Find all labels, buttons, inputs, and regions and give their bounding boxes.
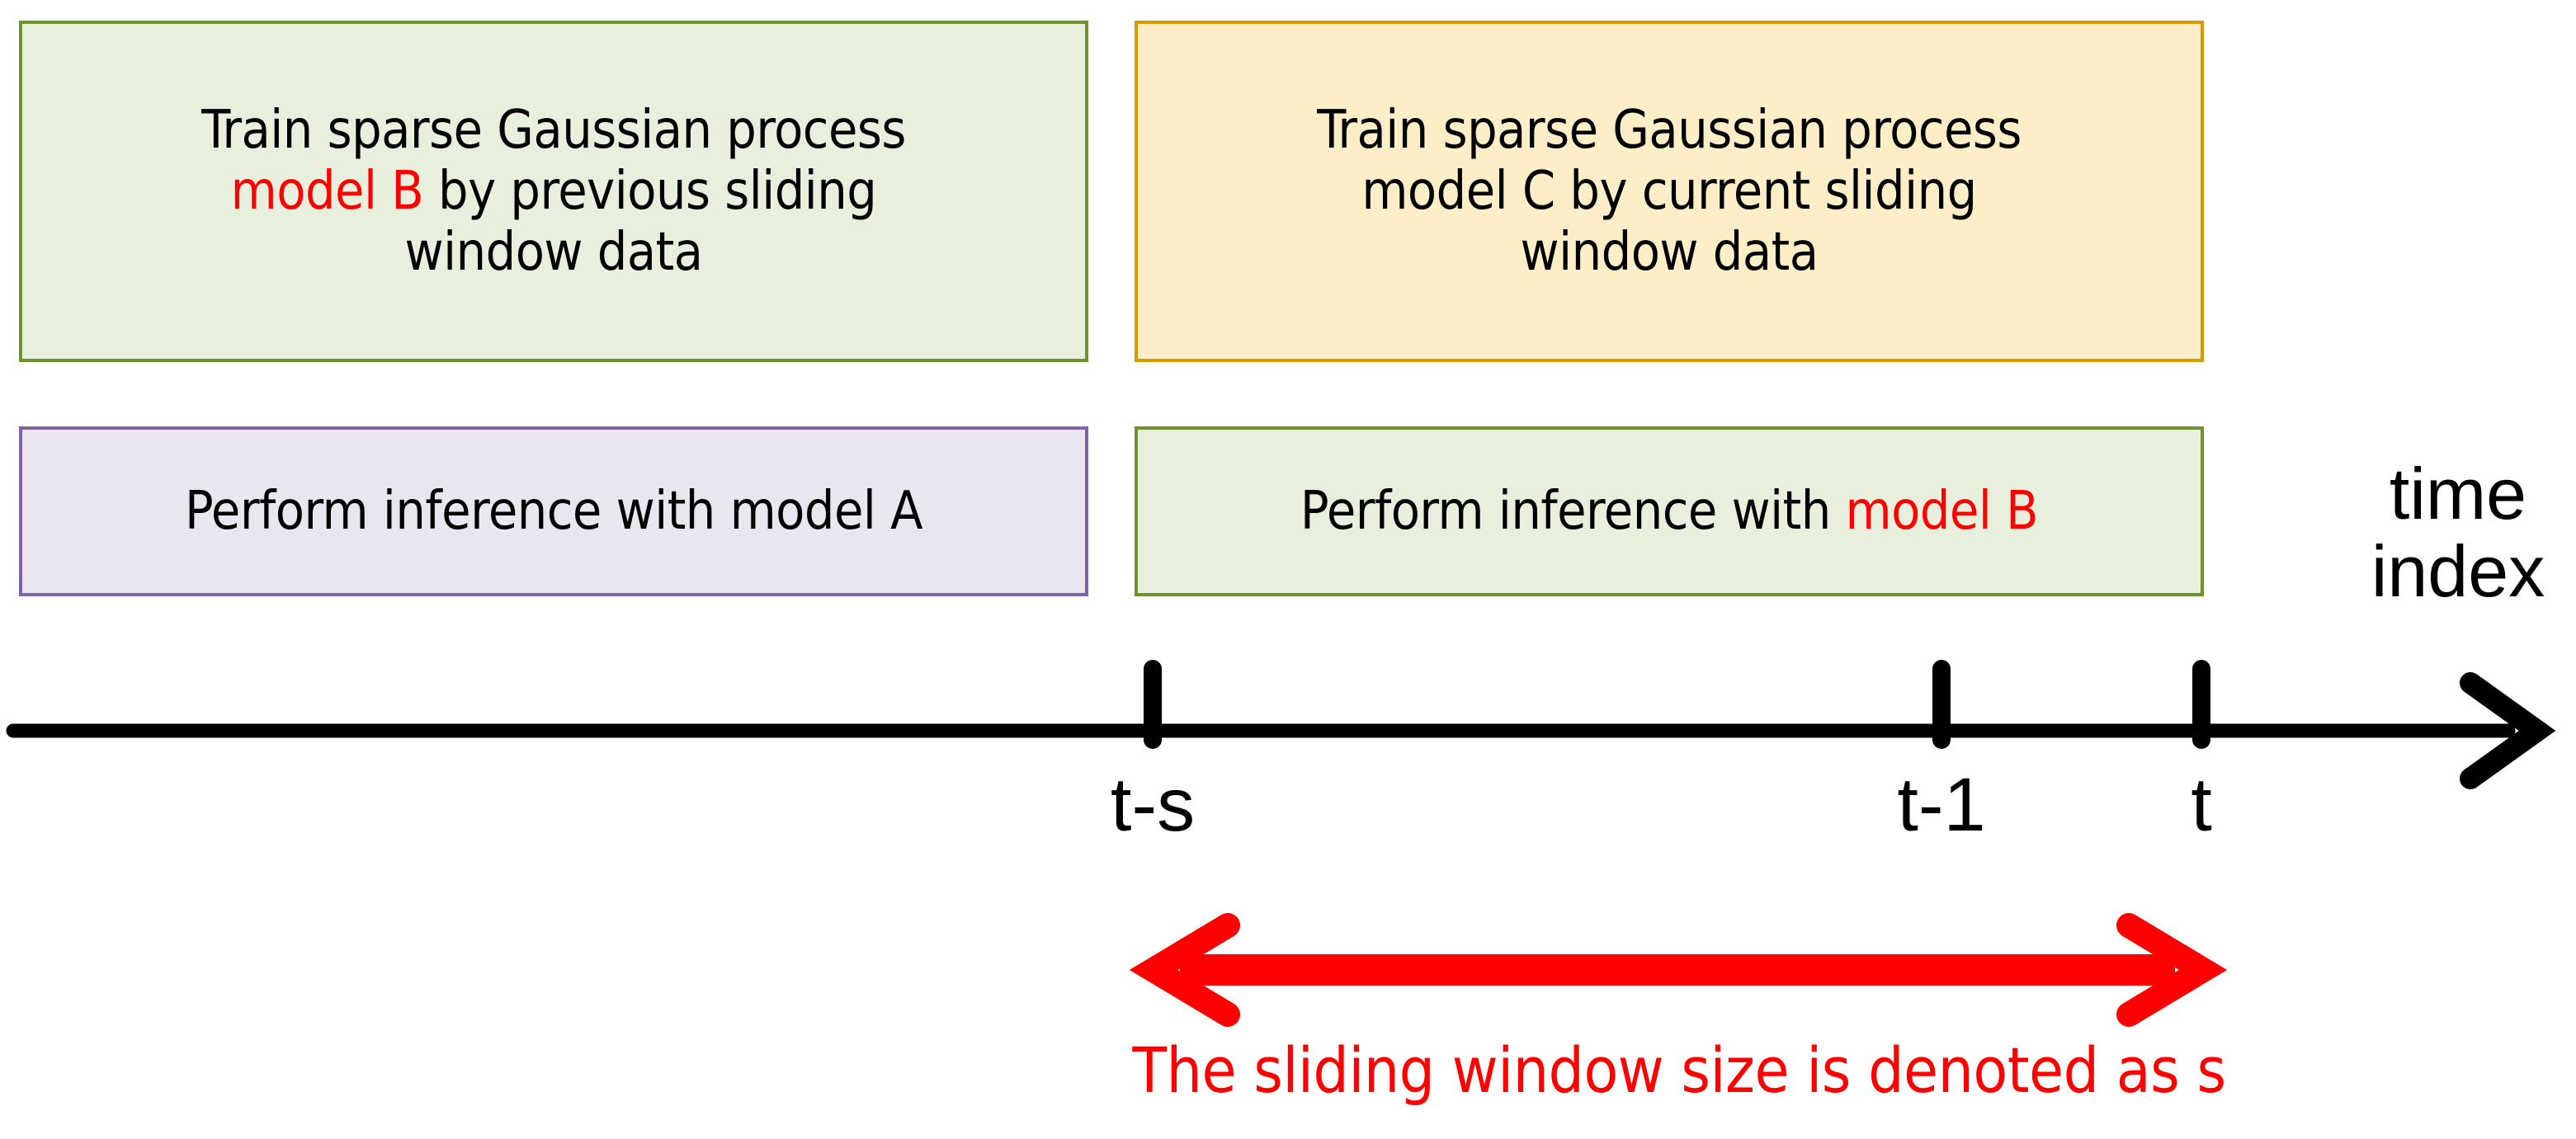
time-index-axis-label: time index: [2340, 458, 2576, 608]
box-inference-model-b-prefix: Perform inference with: [1300, 480, 1846, 542]
tick-label-t: t: [2191, 763, 2212, 847]
box-train-model-c: Train sparse Gaussian process model C by…: [1135, 21, 2204, 362]
time-axis-line: [6, 672, 2556, 789]
sliding-window-caption: The sliding window size is denoted as s: [1132, 1033, 2226, 1107]
box-train-model-b: Train sparse Gaussian process model B by…: [19, 21, 1088, 362]
time-index-line1: time: [2389, 453, 2527, 534]
sliding-window-span-arrow: [1129, 913, 2228, 1027]
box-inference-model-b: Perform inference with model B: [1135, 426, 2204, 596]
time-index-line2: index: [2371, 530, 2545, 612]
tick-label-t-minus-1: t-1: [1897, 763, 1986, 847]
box-train-model-b-line1: Train sparse Gaussian process: [201, 99, 906, 161]
box-train-model-b-line3: window data: [404, 222, 703, 284]
tick-label-t-minus-s: t-s: [1110, 763, 1196, 847]
box-train-model-b-line2: by previous sliding: [423, 160, 877, 222]
box-inference-model-b-highlight: model B: [1845, 480, 2039, 542]
box-train-model-b-highlight: model B: [230, 160, 424, 222]
box-train-model-c-line2: model C by current sliding: [1361, 160, 1977, 222]
box-inference-model-a-text: Perform inference with model A: [184, 480, 923, 542]
box-inference-model-a: Perform inference with model A: [19, 426, 1088, 596]
box-train-model-c-line1: Train sparse Gaussian process: [1317, 99, 2022, 161]
box-train-model-c-line3: window data: [1520, 222, 1819, 284]
